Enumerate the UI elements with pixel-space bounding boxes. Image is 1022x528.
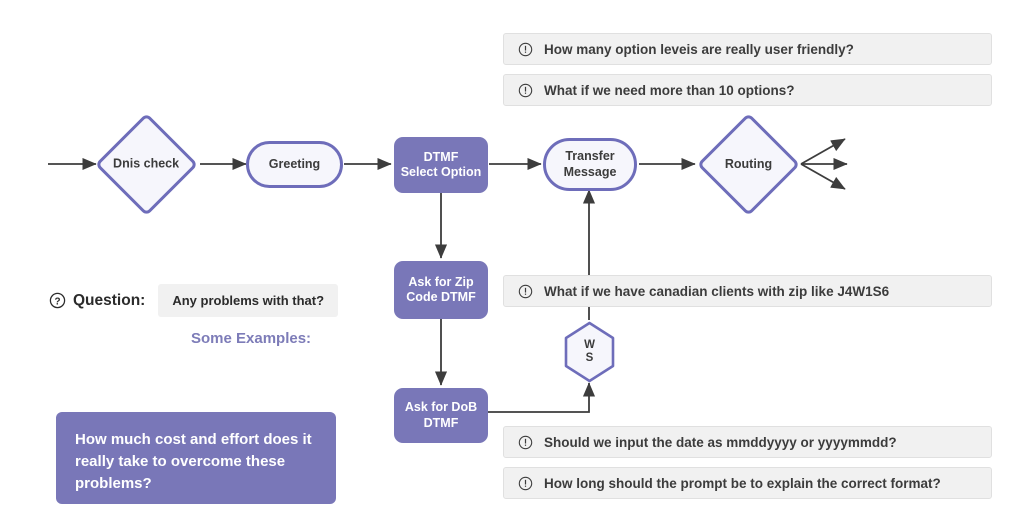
hexagon-shape — [564, 321, 615, 383]
exclamation-circle-icon — [518, 284, 533, 299]
node-zip-line1: Ask for Zip — [408, 274, 474, 289]
exclamation-circle-icon — [518, 476, 533, 491]
node-dnis-check[interactable]: Dnis check — [94, 112, 199, 217]
question-banner-text: How many option leveis are really user f… — [544, 41, 854, 57]
some-examples-label: Some Examples: — [191, 330, 312, 347]
cost-effort-callout: How much cost and effort does it really … — [56, 412, 336, 504]
node-transfer-line1: Transfer — [565, 149, 615, 164]
node-transfer-line2: Message — [563, 164, 617, 179]
question-circle-icon: ? — [49, 292, 66, 309]
question-banner-canadian-zip[interactable]: What if we have canadian clients with zi… — [503, 275, 992, 307]
question-banner-text: What if we need more than 10 options? — [544, 82, 795, 98]
node-ws-label: W S — [563, 321, 616, 383]
node-ws-line2: S — [585, 352, 594, 364]
node-greeting[interactable]: Greeting — [246, 141, 343, 188]
node-ask-for-zip-code[interactable]: Ask for Zip Code DTMF — [394, 261, 488, 319]
svg-text:?: ? — [54, 296, 60, 307]
node-dtmf-select-option[interactable]: DTMF Select Option — [394, 137, 488, 193]
node-ws-line1: W — [584, 338, 595, 351]
question-banner-more-than-10-options[interactable]: What if we need more than 10 options? — [503, 74, 992, 106]
node-dob-line2: DTMF — [423, 415, 459, 430]
node-ask-for-dob[interactable]: Ask for DoB DTMF — [394, 388, 488, 443]
question-answer-chip[interactable]: Any problems with that? — [158, 284, 339, 317]
node-zip-line2: Code DTMF — [406, 290, 476, 304]
question-banner-text: How long should the prompt be to explain… — [544, 475, 941, 491]
node-dob-line1: Ask for DoB — [404, 400, 478, 415]
node-ws-hexagon[interactable]: W S — [563, 321, 616, 383]
node-dtmf-line2: Select Option — [400, 165, 482, 179]
node-dtmf-line1: DTMF — [423, 149, 459, 164]
exclamation-circle-icon — [518, 435, 533, 450]
question-row: ? Question: Any problems with that? — [49, 284, 339, 317]
node-routing[interactable]: Routing — [696, 112, 801, 217]
question-label: Question: — [73, 291, 146, 309]
exclamation-circle-icon — [518, 42, 533, 57]
question-banner-text: What if we have canadian clients with zi… — [544, 283, 890, 299]
exclamation-circle-icon — [518, 83, 533, 98]
node-dnis-check-label: Dnis check — [113, 156, 180, 171]
question-banner-option-levels[interactable]: How many option leveis are really user f… — [503, 33, 992, 65]
node-transfer-message[interactable]: Transfer Message — [543, 138, 637, 191]
node-greeting-label: Greeting — [268, 156, 321, 171]
node-routing-label: Routing — [724, 156, 773, 171]
question-banner-text: Should we input the date as mmddyyyy or … — [544, 434, 897, 450]
question-banner-prompt-length[interactable]: How long should the prompt be to explain… — [503, 467, 992, 499]
question-banner-date-format[interactable]: Should we input the date as mmddyyyy or … — [503, 426, 992, 458]
